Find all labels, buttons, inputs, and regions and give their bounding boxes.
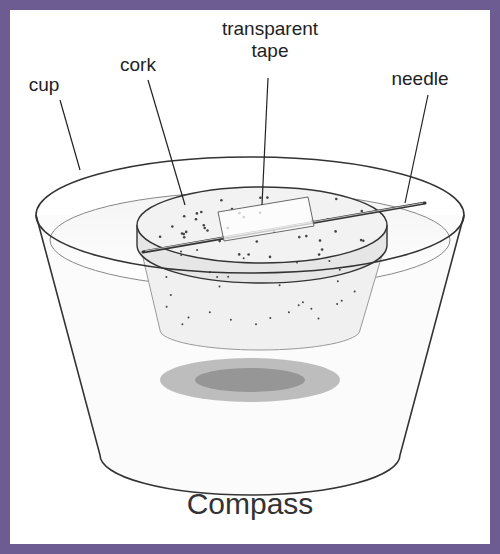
cork-dot [230,319,232,321]
cork-dot [335,198,338,201]
part-label: cork [120,54,156,76]
leader-line [262,78,268,205]
cork-dot [196,212,199,215]
cork-dot [195,218,198,221]
cork-dot [341,300,343,302]
cork-dot [305,235,308,238]
cork-dot [196,249,198,251]
caption: Compass [187,487,314,521]
cork-dot [362,239,365,242]
cork-dot [318,318,320,320]
cork-dot [171,225,174,228]
cork-dot [255,240,258,243]
cork-dot [361,210,364,213]
cork-dot [165,276,167,278]
cork-dot [227,276,229,278]
cork-dot [298,304,300,306]
cork-dot [259,197,262,200]
cork-dot [296,262,298,264]
cork-dot [216,276,218,278]
cork-dot [183,233,186,236]
cork-dot [188,316,190,318]
cork-dot [180,251,182,253]
cork-dot [328,260,330,262]
cork-dot [269,317,271,319]
cork-dot [183,215,186,218]
part-label: needle [391,68,448,90]
cork-dot [166,306,168,308]
cork-dot [302,301,304,303]
cork-dot [203,227,206,230]
cork-dot [360,239,363,242]
cork-dot [183,236,186,239]
leader-line [148,80,185,205]
cork-dot [337,280,339,282]
cork-dot [321,248,324,251]
shadow-core [195,368,305,392]
cork-dot [336,303,338,305]
cork-dot [220,199,223,202]
cork-dot [255,323,257,325]
part-label: cup [29,74,60,96]
cork-dot [319,239,322,242]
cork-dot [209,311,211,313]
cork-dot [334,230,337,233]
cork-dot [318,253,321,256]
cork-dot [159,235,162,238]
leader-line [405,95,428,203]
cork-dot [238,253,241,256]
cork-dot [219,286,221,288]
cork-texture [159,196,373,325]
tape [218,197,314,241]
cork-dot [203,224,206,227]
cork-dot [288,311,290,313]
shadow [160,358,340,402]
cork-dot [206,229,209,232]
cork-dot [269,256,272,259]
cork-dot [279,284,281,286]
leader-line [60,100,80,170]
part-label: transparent tape [215,18,325,62]
cork-dot [339,269,341,271]
cork-dot [298,236,301,239]
cork-dot [181,323,183,325]
cork-dot [170,294,172,296]
cork-dot [266,196,269,199]
cup-rim [36,157,464,273]
cork-dot [354,291,356,293]
cork-dot [247,253,250,256]
cork-dot [200,211,203,214]
cork-dot [180,254,182,256]
cork-dot [310,308,312,310]
cork-dot [243,257,245,259]
cork-dot [185,231,188,234]
